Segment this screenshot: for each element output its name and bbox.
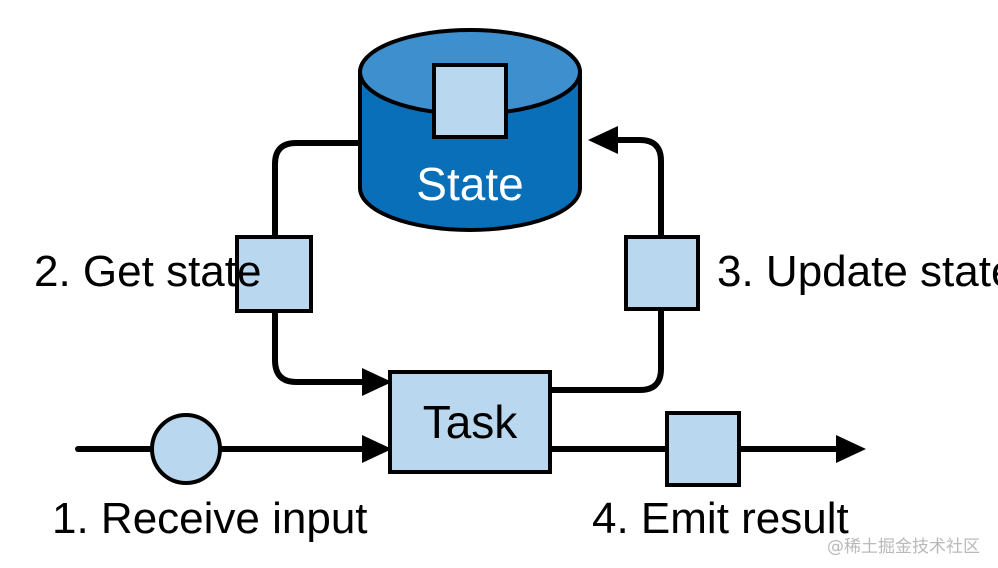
state-item-square [432,63,508,139]
state-store: State [358,28,582,232]
step-receive-input-label: 1. Receive input [52,494,368,543]
step-get-state-label: 2. Get state [34,247,261,296]
arrowhead-into-state [588,126,618,154]
task-box [388,370,552,474]
update-state-message [624,235,700,311]
task-node: Task [388,370,552,474]
arrowhead-output [836,435,866,463]
step-update-state-label: 3. Update state [717,247,998,296]
arrowhead-into-task-top [362,368,392,396]
state-cylinder-body [358,70,582,232]
arrowhead-into-task-bottom [362,435,392,463]
output-result-square [665,411,741,487]
get-state-message [235,235,313,313]
state-label: State [416,158,523,210]
task-label: Task [423,396,519,448]
step-emit-result-label: 4. Emit result [592,494,849,543]
watermark: @稀土掘金技术社区 [827,537,980,557]
input-event-circle [150,413,222,485]
